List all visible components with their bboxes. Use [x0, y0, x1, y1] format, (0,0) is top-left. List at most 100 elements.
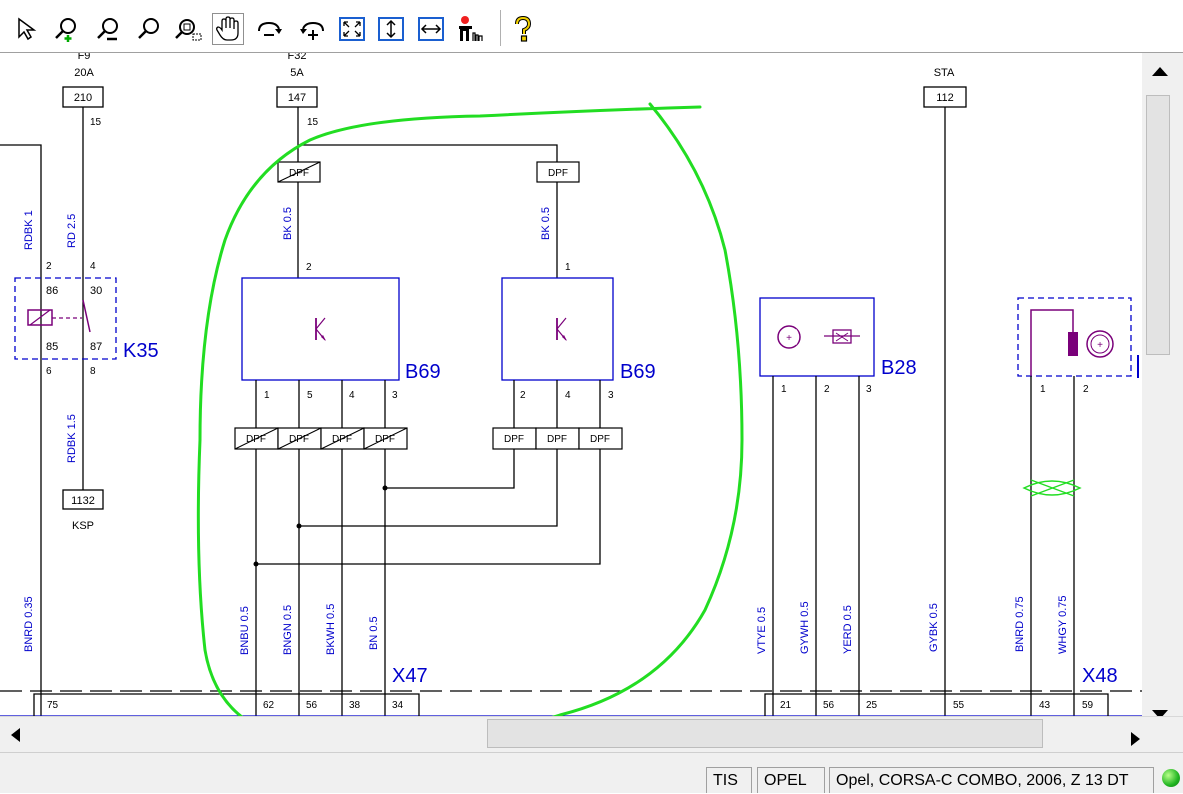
dpf-top-left: DPF	[277, 161, 321, 183]
fuse-f32: F32 5A 147 15	[276, 53, 319, 128]
component-b69-left: B69	[241, 277, 441, 383]
svg-text:1: 1	[1040, 384, 1046, 395]
svg-text:B69: B69	[620, 361, 656, 383]
svg-text:1: 1	[264, 390, 270, 401]
svg-text:3: 3	[866, 384, 872, 395]
pan-hand-icon[interactable]	[212, 13, 244, 45]
svg-text:DPF: DPF	[289, 434, 309, 445]
svg-text:75: 75	[47, 700, 59, 711]
horizontal-scroll-thumb[interactable]	[487, 719, 1043, 748]
fit-height-icon[interactable]	[376, 14, 406, 44]
svg-text:VTYE 0.5: VTYE 0.5	[756, 607, 768, 654]
svg-text:DPF: DPF	[548, 168, 568, 179]
svg-text:210: 210	[74, 92, 92, 104]
svg-text:147: 147	[288, 92, 306, 104]
ksp-node: 1132 KSP	[62, 489, 104, 532]
zoom-icon[interactable]	[134, 14, 164, 44]
rotate-right-icon[interactable]	[255, 14, 285, 44]
svg-text:38: 38	[349, 700, 361, 711]
svg-text:30: 30	[90, 285, 102, 297]
component-b28: + B28	[759, 297, 917, 379]
svg-text:GYBK 0.5: GYBK 0.5	[928, 603, 940, 652]
component-b48: +	[1017, 297, 1139, 378]
svg-text:1132: 1132	[71, 495, 95, 507]
svg-text:BK 0.5: BK 0.5	[540, 207, 552, 240]
svg-text:3: 3	[608, 390, 614, 401]
svg-text:BK 0.5: BK 0.5	[282, 207, 294, 240]
status-app: TIS	[706, 767, 752, 793]
svg-text:K35: K35	[123, 340, 159, 362]
svg-text:25: 25	[866, 700, 878, 711]
svg-text:X48: X48	[1082, 665, 1118, 687]
zoom-in-icon[interactable]	[52, 14, 82, 44]
scroll-down-arrow-icon[interactable]	[1152, 710, 1168, 719]
dpf-top-right: DPF	[536, 161, 580, 183]
scroll-left-arrow-icon[interactable]	[11, 728, 20, 742]
toolbar	[0, 0, 1183, 53]
rotate-left-icon[interactable]	[297, 14, 327, 44]
svg-text:DPF: DPF	[590, 434, 610, 445]
svg-text:+: +	[1097, 340, 1103, 351]
svg-text:15: 15	[307, 117, 319, 128]
svg-text:112: 112	[936, 92, 954, 104]
svg-text:87: 87	[90, 341, 102, 353]
dpf-row-left: DPF DPF DPF DPF	[234, 427, 408, 450]
svg-text:DPF: DPF	[246, 434, 266, 445]
fuse-sta: STA 112	[923, 67, 967, 108]
svg-text:2: 2	[46, 261, 52, 272]
scroll-right-arrow-icon[interactable]	[1131, 732, 1140, 746]
svg-text:BN 0.5: BN 0.5	[368, 616, 380, 650]
svg-text:21: 21	[780, 700, 792, 711]
svg-text:RDBK 1: RDBK 1	[23, 210, 35, 250]
svg-text:2: 2	[306, 262, 312, 273]
svg-text:62: 62	[263, 700, 275, 711]
pointer-tool-icon[interactable]	[12, 14, 42, 44]
svg-text:86: 86	[46, 285, 58, 297]
help-icon[interactable]	[508, 14, 538, 44]
wiring-diagram-canvas[interactable]: F9 20A 210 15 RDBK 1 RD 2.5 RDBK 1.5 BNR…	[0, 53, 1142, 716]
fit-width-icon[interactable]	[416, 14, 446, 44]
svg-text:55: 55	[953, 700, 965, 711]
fit-page-icon[interactable]	[337, 14, 367, 44]
component-b69-right: B69	[501, 277, 656, 383]
svg-text:4: 4	[349, 390, 355, 401]
svg-text:56: 56	[306, 700, 318, 711]
fuse-f9: F9 20A 210 15	[62, 53, 104, 128]
relay-k35: 2 4 86 30 85 87 6 8 K35	[14, 261, 159, 377]
wiring-diagram: F9 20A 210 15 RDBK 1 RD 2.5 RDBK 1.5 BNR…	[0, 53, 1142, 716]
svg-text:2: 2	[1083, 384, 1089, 395]
svg-text:4: 4	[565, 390, 571, 401]
svg-text:BNRD 0.35: BNRD 0.35	[23, 596, 35, 652]
svg-text:20A: 20A	[74, 67, 94, 79]
svg-text:2: 2	[824, 384, 830, 395]
svg-text:15: 15	[90, 117, 102, 128]
svg-text:STA: STA	[934, 67, 955, 79]
toolbar-separator	[500, 10, 501, 46]
svg-text:F9: F9	[78, 53, 91, 62]
svg-text:GYWH 0.5: GYWH 0.5	[799, 601, 811, 654]
zoom-out-icon[interactable]	[94, 14, 124, 44]
x48-pins: 21 56 25 55 43 59	[780, 700, 1094, 711]
svg-text:DPF: DPF	[332, 434, 352, 445]
dpf-row-right: DPF DPF DPF	[492, 427, 623, 450]
svg-text:X47: X47	[392, 665, 428, 687]
svg-text:1: 1	[565, 262, 571, 273]
component-locator-icon[interactable]	[455, 14, 485, 44]
svg-text:YERD 0.5: YERD 0.5	[842, 605, 854, 654]
vertical-scroll-thumb[interactable]	[1146, 95, 1170, 355]
svg-text:2: 2	[520, 390, 526, 401]
scroll-up-arrow-icon[interactable]	[1152, 67, 1168, 76]
svg-text:DPF: DPF	[547, 434, 567, 445]
svg-text:B69: B69	[405, 361, 441, 383]
status-bar: TIS OPEL Opel, CORSA-C COMBO, 2006, Z 13…	[0, 752, 1183, 793]
svg-text:BNGN 0.5: BNGN 0.5	[282, 605, 294, 655]
svg-text:BNRD 0.75: BNRD 0.75	[1014, 596, 1026, 652]
svg-text:85: 85	[46, 341, 58, 353]
svg-text:34: 34	[392, 700, 404, 711]
svg-text:KSP: KSP	[72, 520, 94, 532]
svg-text:RD 2.5: RD 2.5	[66, 214, 78, 248]
zoom-area-icon[interactable]	[173, 14, 203, 44]
status-vehicle: Opel, CORSA-C COMBO, 2006, Z 13 DT	[829, 767, 1154, 793]
svg-text:3: 3	[392, 390, 398, 401]
svg-text:DPF: DPF	[289, 168, 309, 179]
